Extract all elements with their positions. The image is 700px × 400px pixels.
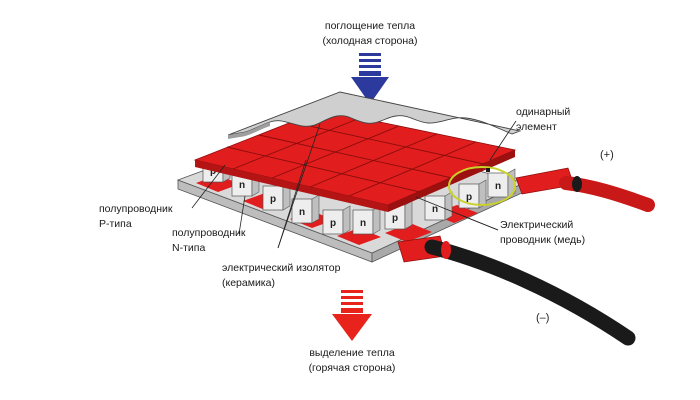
- pellet-letter: n: [495, 181, 501, 192]
- p-type-pellet: p: [322, 205, 351, 235]
- cold-side-arrow: [351, 53, 389, 104]
- leader-lines: [191, 120, 517, 249]
- p-type-label-line1: полупроводник: [99, 203, 173, 215]
- insulator-label-line2: (керамика): [222, 277, 275, 289]
- heat-release-label-line2: (горячая сторона): [309, 362, 396, 374]
- heat-absorption-label-line1: поглощение тепла: [325, 20, 415, 32]
- minus-terminal-label: (–): [536, 312, 549, 324]
- pellet-letter: p: [270, 194, 276, 205]
- heat-absorption-label-line2: (холодная сторона): [322, 35, 417, 47]
- p-type-pellet: p: [262, 181, 291, 211]
- single-element-highlight: [448, 166, 516, 206]
- single-element-label-line1: одинарный: [516, 106, 570, 118]
- n-type-pellet: n: [352, 205, 381, 235]
- hot-side-arrow: [332, 290, 372, 341]
- top-ceramic-plate: [227, 91, 522, 139]
- pellet-letter: p: [330, 218, 336, 229]
- negative-cable: [397, 235, 636, 346]
- n-type-label-line1: полупроводник: [172, 227, 246, 239]
- conductor-label-line2: проводник (медь): [500, 234, 585, 246]
- pellet-letter: n: [239, 180, 245, 191]
- pellet-letter: n: [432, 204, 438, 215]
- n-type-pellet: n: [487, 168, 516, 198]
- top-conductor-layer: [193, 109, 517, 212]
- pellet-letter: p: [210, 166, 216, 177]
- single-element-label-line2: элемент: [516, 121, 557, 133]
- heat-release-label-line1: выделение тепла: [309, 347, 394, 359]
- insulator-label-line1: электрический изолятор: [222, 262, 341, 274]
- pellet-letter: n: [360, 218, 366, 229]
- pellet-letter: n: [299, 207, 305, 218]
- single-element-marker: [486, 168, 490, 172]
- plus-terminal-label: (+): [600, 149, 614, 161]
- n-type-pellet: n: [291, 194, 320, 224]
- p-type-label-line2: P-типа: [99, 218, 132, 230]
- n-type-pellet: n: [424, 191, 453, 221]
- pellet-letter: p: [466, 192, 472, 203]
- positive-cable: [515, 167, 655, 212]
- pellet-letter: p: [392, 213, 398, 224]
- n-type-label-line2: N-типа: [172, 242, 205, 254]
- conductor-label-line1: Электрический: [500, 219, 573, 231]
